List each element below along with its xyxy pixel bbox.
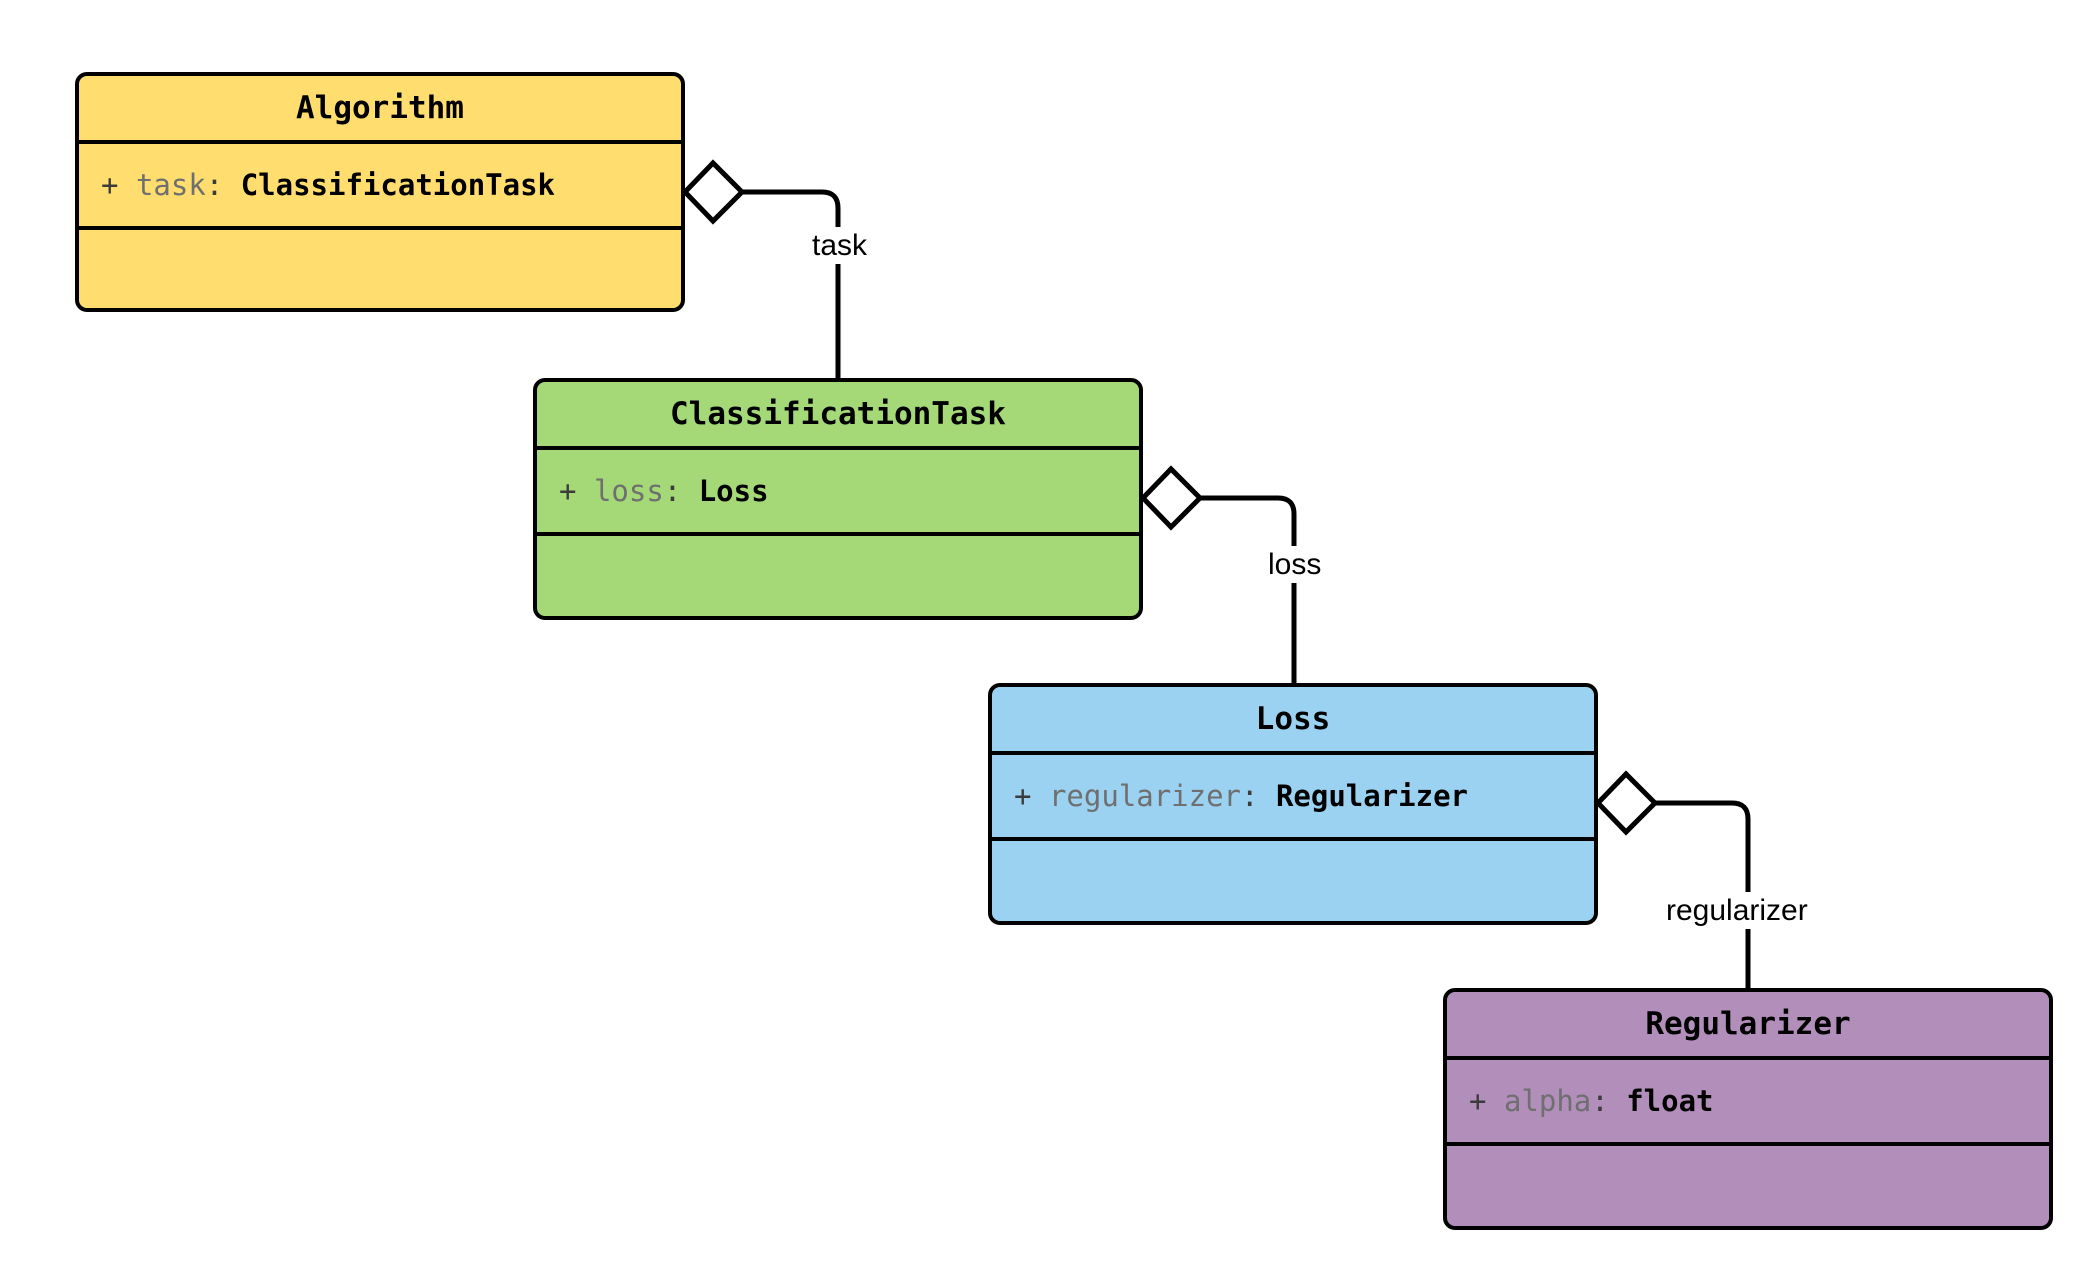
attribute-visibility: + [559, 473, 577, 508]
edge-label-task: task [806, 227, 874, 264]
class-attributes-regularizer: + alpha: float [1447, 1060, 2049, 1146]
class-methods-regularizer [1447, 1146, 2049, 1226]
attribute-type: Regularizer [1275, 778, 1468, 813]
attribute-row: + loss: Loss [559, 473, 1139, 509]
edge-line-task [742, 189, 841, 378]
attribute-row: + alpha: float [1469, 1083, 2049, 1119]
attribute-type: float [1626, 1083, 1714, 1118]
attribute-row: + task: ClassificationTask [101, 167, 681, 203]
attribute-name: task [135, 167, 206, 202]
class-title-classification-task: ClassificationTask [537, 382, 1139, 450]
class-title-regularizer: Regularizer [1447, 992, 2049, 1060]
edge-algorithm-task[interactable] [681, 159, 841, 378]
class-box-loss[interactable]: Loss + regularizer: Regularizer [988, 683, 1598, 925]
aggregation-diamond-task [681, 159, 746, 225]
attribute-separator: : [1591, 1083, 1609, 1118]
class-attributes-loss: + regularizer: Regularizer [992, 755, 1594, 841]
attribute-separator: : [1241, 778, 1259, 813]
edge-loss-regularizer[interactable] [1594, 770, 1751, 988]
attribute-type: ClassificationTask [240, 167, 555, 202]
aggregation-diamond-regularizer [1594, 770, 1659, 836]
class-box-classification-task[interactable]: ClassificationTask + loss: Loss [533, 378, 1143, 620]
attribute-name: regularizer [1048, 778, 1241, 813]
class-box-algorithm[interactable]: Algorithm + task: ClassificationTask [75, 72, 685, 312]
attribute-name: alpha [1503, 1083, 1592, 1118]
edge-label-loss: loss [1262, 546, 1328, 583]
attribute-separator: : [205, 167, 224, 202]
class-methods-classification-task [537, 536, 1139, 616]
class-title-algorithm: Algorithm [79, 76, 681, 144]
attribute-name: loss [593, 473, 664, 508]
attribute-visibility: + [1469, 1083, 1487, 1118]
edge-label-regularizer: regularizer [1660, 892, 1814, 929]
attribute-visibility: + [101, 167, 119, 202]
attribute-type: Loss [698, 473, 769, 508]
edge-line-loss [1200, 495, 1297, 683]
attribute-visibility: + [1014, 778, 1032, 813]
class-attributes-algorithm: + task: ClassificationTask [79, 144, 681, 230]
class-methods-algorithm [79, 230, 681, 308]
attribute-row: + regularizer: Regularizer [1014, 778, 1594, 814]
class-box-regularizer[interactable]: Regularizer + alpha: float [1443, 988, 2053, 1230]
aggregation-diamond-loss [1139, 465, 1204, 531]
attribute-separator: : [663, 473, 682, 508]
class-methods-loss [992, 841, 1594, 921]
class-attributes-classification-task: + loss: Loss [537, 450, 1139, 536]
class-title-loss: Loss [992, 687, 1594, 755]
